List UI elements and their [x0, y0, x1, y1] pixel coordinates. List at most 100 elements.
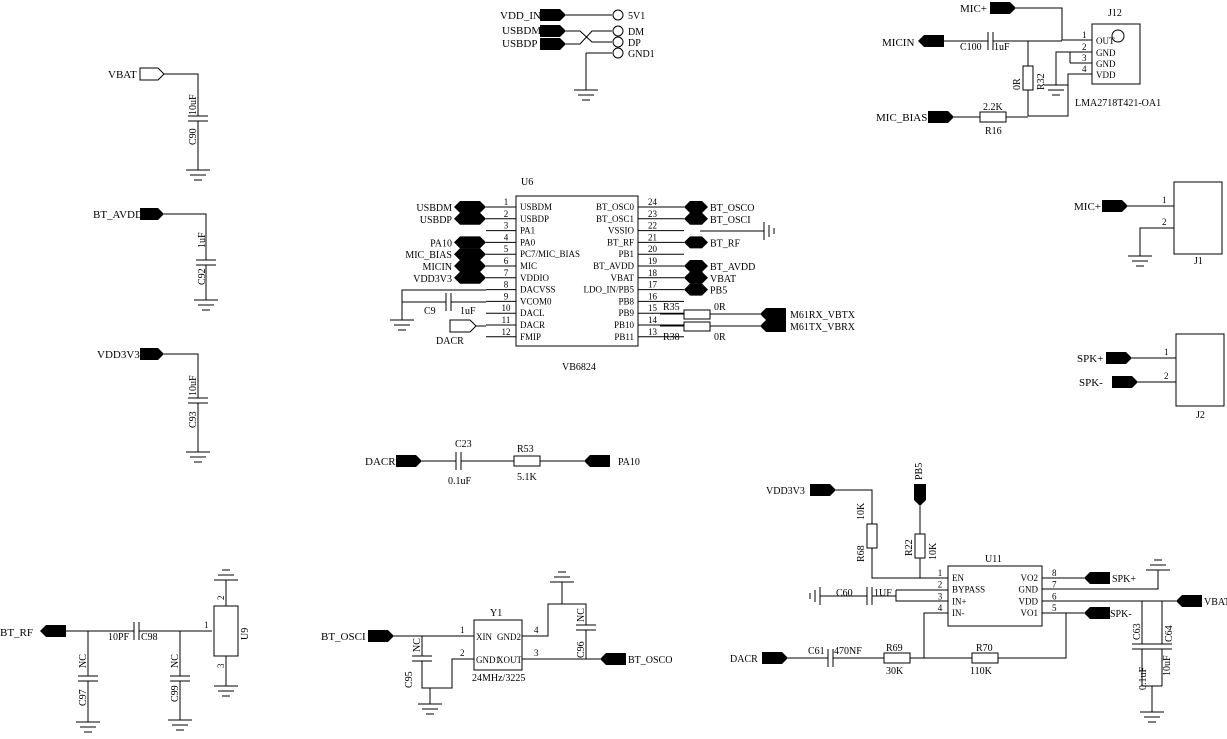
u6-pin-name: DACL	[520, 308, 545, 318]
j12-pin-num-1: 1	[1082, 30, 1087, 40]
u6-pin-num: 23	[648, 209, 658, 219]
c23-value: 0.1uF	[448, 476, 472, 487]
u6-pin-name: BT_RF	[607, 237, 634, 247]
y1-pin-gnd1: GND1	[476, 655, 500, 665]
y1-num-4: 4	[534, 625, 539, 635]
c60-value: 1UF	[874, 588, 892, 599]
u6-pin-name: PB8	[618, 296, 634, 306]
r70-value: 110K	[970, 666, 993, 677]
j2-ref: J2	[1196, 410, 1205, 421]
c93-ref: C93	[188, 411, 199, 428]
j12-pin-num-2: 2	[1082, 42, 1087, 52]
c95-ref: C95	[404, 671, 415, 688]
y1-num-3: 3	[534, 648, 539, 658]
u6-pin-name: PB9	[618, 308, 634, 318]
net-label-mic-bias: MIC_BIAS	[876, 112, 927, 124]
c96-value: NC	[576, 608, 587, 622]
c63-ref: C63	[1132, 623, 1143, 640]
j1-ref: J1	[1194, 256, 1203, 267]
u11-pin-name: VO1	[1021, 608, 1039, 618]
net-m61rx-vbtx: M61RX_VBTX	[790, 310, 856, 321]
u6-pin-name: PB10	[614, 320, 635, 330]
u6-pin-name: VBAT	[610, 273, 634, 283]
j1-pin2: 2	[1162, 217, 1167, 227]
u6-pin-name: PA1	[520, 226, 535, 236]
u6-pin-name: PB11	[614, 332, 634, 342]
net-label-vdd-in: VDD_IN	[500, 10, 541, 22]
u6-pin-name: DACVSS	[520, 285, 556, 295]
u6-pin-num: 6	[504, 256, 509, 266]
u9-pin3: 3	[216, 663, 226, 668]
dacr-rc-filter: DACR C23 0.1uF R53 5.1K PA10	[365, 439, 640, 487]
port-vdd3v3	[140, 348, 164, 360]
u6-pin-num: 17	[648, 280, 658, 290]
u6-net-label: VDD3V3	[413, 274, 452, 285]
c60-ref: C60	[836, 588, 853, 599]
j1-pin1: 1	[1162, 195, 1167, 205]
u6-pin-name: USBDP	[520, 214, 549, 224]
u6-pin-num: 22	[648, 221, 657, 231]
c97-ref: C97	[78, 689, 89, 706]
u6-net-label: BT_RF	[710, 238, 740, 249]
connector-j2: SPK+ SPK- 1 2 J2	[1077, 333, 1225, 421]
net-label-j2-spk-minus: SPK-	[1079, 377, 1103, 389]
u6-pin-num: 2	[504, 209, 509, 219]
net-label-usbdm: USBDM	[502, 25, 541, 37]
r69-ref: R69	[886, 643, 903, 654]
r32-value: 0R	[1012, 78, 1023, 90]
j12-body	[1091, 23, 1141, 85]
j12-part: LMA2718T421-OA1	[1075, 98, 1161, 109]
j12-pin-out: OUT	[1096, 36, 1115, 46]
y1-body	[473, 619, 523, 671]
net-label-pa10: PA10	[618, 457, 640, 468]
u11-pin-num: 2	[938, 580, 943, 590]
net-label-amp-vbat: VBAT	[1204, 597, 1227, 608]
u6-pin-num: 10	[502, 303, 512, 313]
c9-ref: C9	[424, 306, 436, 317]
r16-ref: R16	[985, 126, 1002, 137]
u6-pin-name: PB1	[618, 249, 634, 259]
u6-pin-name: LDO_IN/PB5	[583, 285, 634, 295]
usb-pin-dm: DM	[628, 27, 644, 38]
u6-part: VB6824	[562, 362, 596, 373]
net-label-bt-osci: BT_OSCI	[321, 631, 366, 643]
u11-pin-name: IN+	[952, 596, 967, 606]
crystal-y1: BT_OSCI NC C95 Y1 24MHz/3225 XIN GND2 GN…	[321, 571, 672, 715]
net-label-amp-dacr: DACR	[730, 654, 758, 665]
u6-net-label: BT_AVDD	[710, 262, 755, 273]
c63-value: 0.1uF	[1138, 667, 1149, 691]
u9-pin1: 1	[204, 620, 209, 630]
c93-value: 10uF	[188, 375, 199, 396]
u6-pin-num: 7	[504, 268, 509, 278]
r38-ref: R38	[663, 332, 680, 343]
c23-ref: C23	[455, 439, 472, 450]
u6-net-label: MICIN	[423, 262, 452, 273]
usb-header: VDD_IN USBDM USBDP 5V1 DM DP GND1	[500, 9, 655, 101]
r38-value: 0R	[714, 332, 726, 343]
j12-pin-num-4: 4	[1082, 64, 1087, 74]
c98-ref: C98	[141, 632, 158, 643]
bt-rf-matching: BT_RF 10PF C98 NC C97 NC C99 1 2 3 U9	[0, 569, 251, 733]
u11-pin-name: IN-	[952, 608, 965, 618]
u6-pin-num: 18	[648, 268, 658, 278]
net-label-amp-spk-plus: SPK+	[1112, 574, 1136, 585]
u6-net-label: PB5	[710, 286, 727, 297]
u6-dacr-label: DACR	[436, 336, 464, 347]
vbat-decoupling: VBAT C90 10uF	[108, 67, 210, 181]
u6-pin-num: 19	[648, 256, 658, 266]
u6-net-label: BT_OSCO	[710, 203, 754, 214]
r35-value: 0R	[714, 302, 726, 313]
u11-pin-name: BYPASS	[952, 585, 985, 595]
u9-ref: U9	[240, 628, 251, 640]
u6-pin-num: 5	[504, 244, 509, 254]
microphone-circuit: MIC+ MICIN C100 1uF 0R R32 MIC_BIAS 2.2K…	[876, 2, 1161, 137]
u6-pin-name: BT_AVDD	[593, 261, 634, 271]
port-vdd-in	[540, 9, 566, 21]
bt-avdd-decoupling: BT_AVDD C92 1uF	[93, 208, 218, 311]
u6-pin-name: PA0	[520, 237, 536, 247]
u6-net-label: VBAT	[710, 274, 736, 285]
